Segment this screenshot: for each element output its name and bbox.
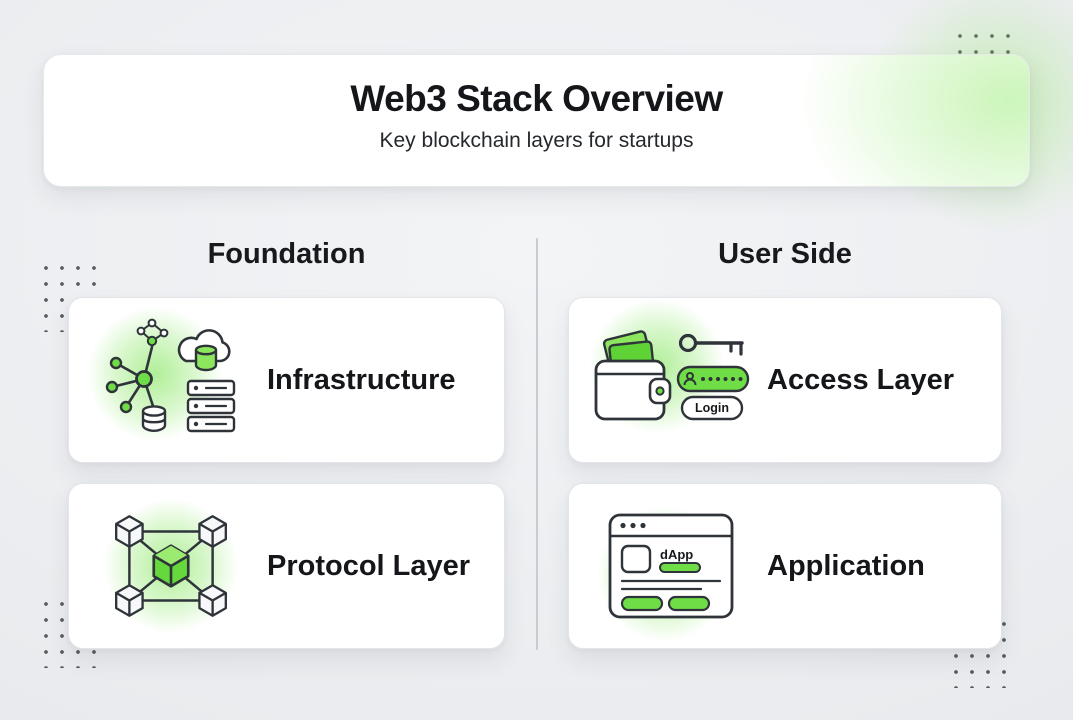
column-heading-foundation: Foundation	[207, 238, 366, 270]
card-protocol-layer: Protocol Layer	[68, 483, 505, 649]
key-icon	[678, 333, 744, 356]
card-label-access-layer: Access Layer	[767, 363, 955, 396]
card-label-infrastructure: Infrastructure	[267, 363, 456, 396]
column-divider	[536, 238, 538, 650]
dapp-browser-window-icon: dApp	[587, 490, 755, 642]
dapp-label: dApp	[660, 547, 693, 562]
password-field	[676, 365, 750, 393]
card-application: dApp Application	[568, 483, 1002, 649]
login-button: Login	[680, 395, 744, 421]
page-subtitle: Key blockchain layers for startups	[379, 129, 694, 152]
card-infrastructure: Infrastructure	[68, 297, 505, 463]
card-access-layer: Login Access Layer	[568, 297, 1002, 463]
wallet-key-login-icon: Login	[587, 298, 755, 456]
browser-window-dots	[620, 522, 646, 529]
protocol-cube-network-icon	[87, 490, 255, 642]
login-button-label: Login	[695, 401, 729, 415]
page-title: Web3 Stack Overview	[350, 78, 723, 119]
card-label-protocol-layer: Protocol Layer	[267, 549, 471, 582]
card-label-application: Application	[767, 549, 925, 582]
column-heading-user-side: User Side	[718, 238, 852, 270]
infrastructure-network-servers-icon	[87, 304, 255, 456]
header-card: Web3 Stack Overview Key blockchain layer…	[43, 54, 1030, 187]
